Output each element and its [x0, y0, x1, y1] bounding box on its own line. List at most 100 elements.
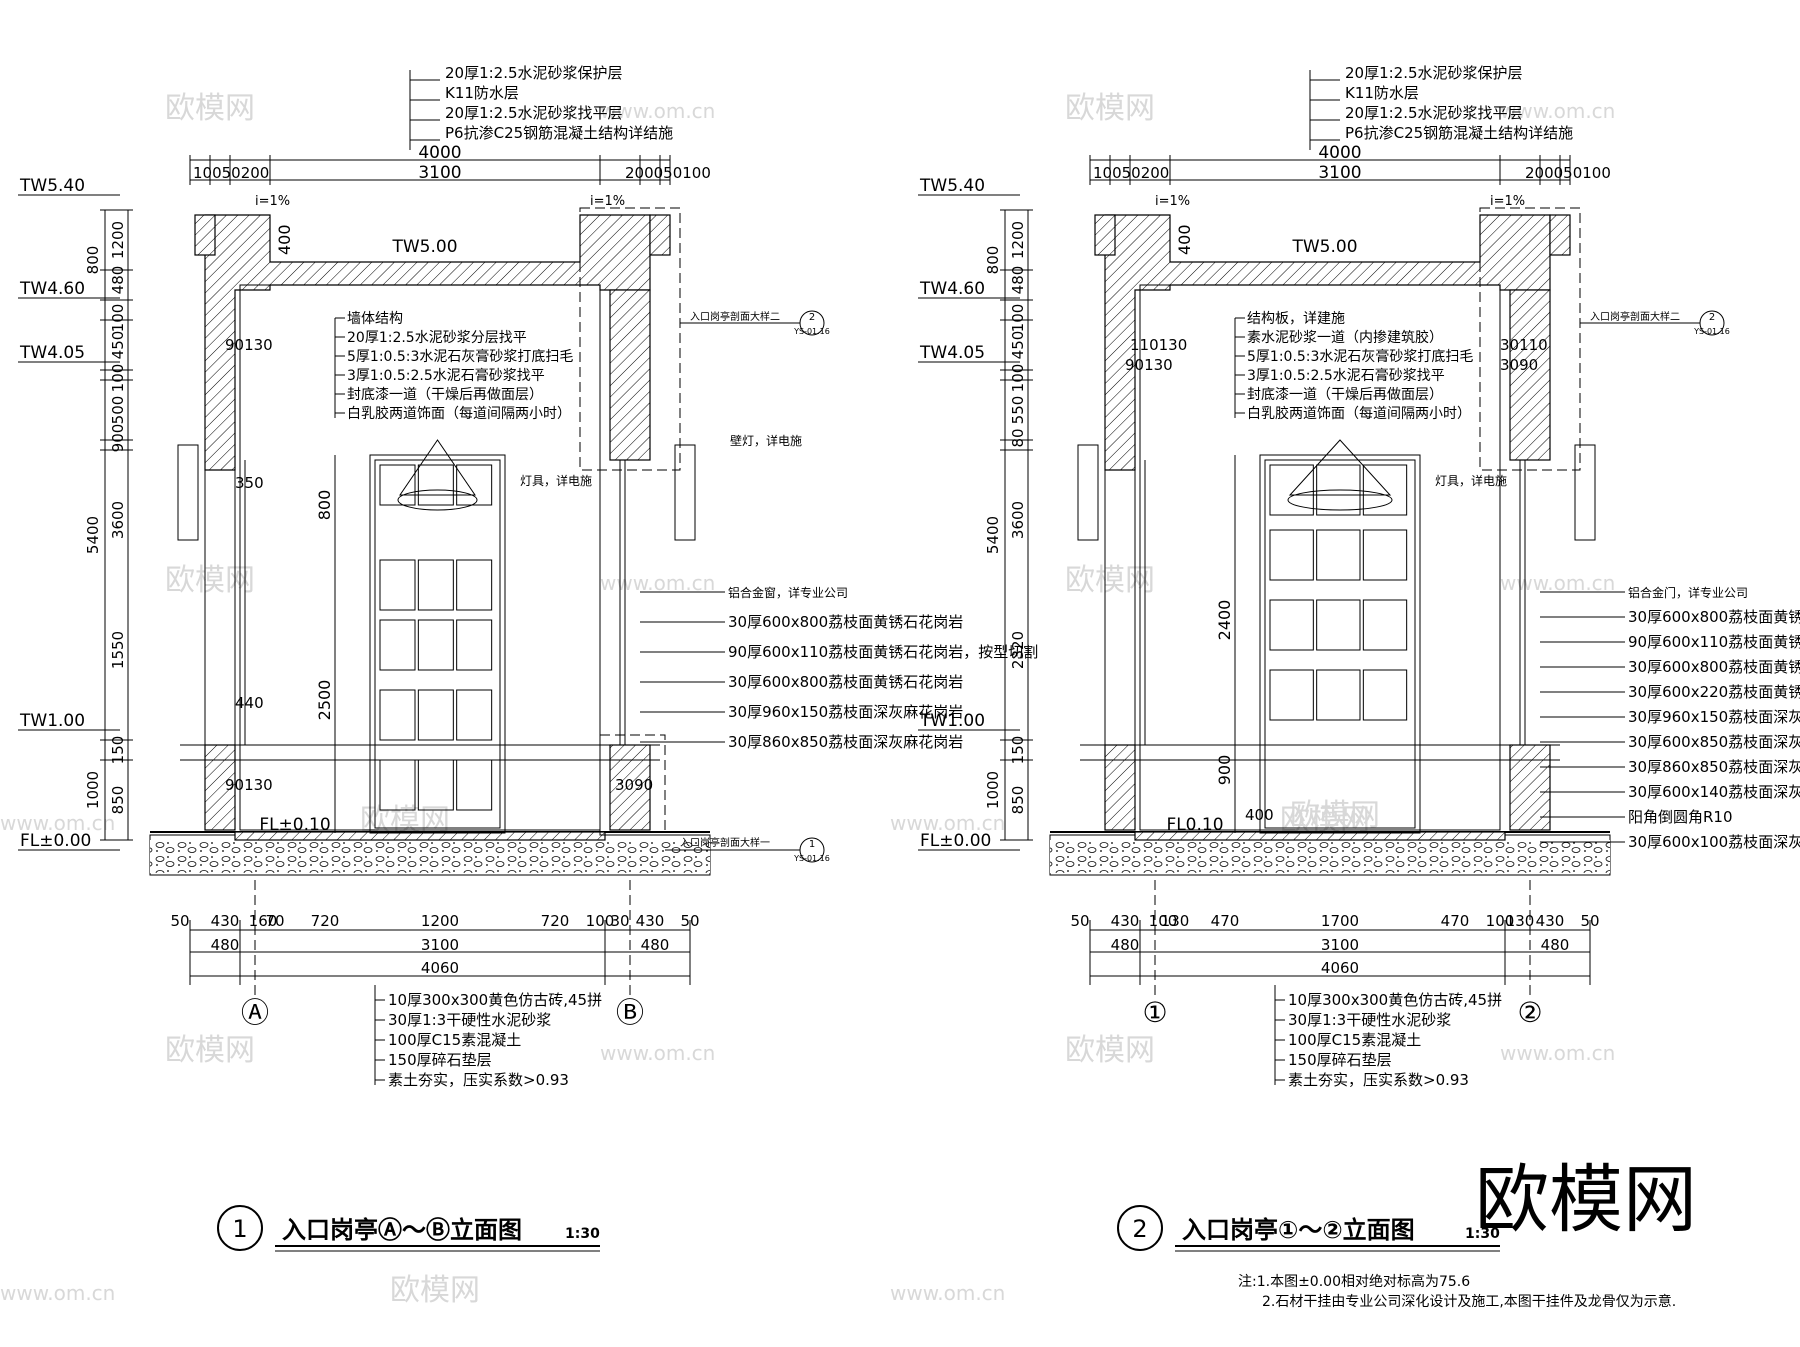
vdim-inner-text: 1550 [109, 631, 127, 669]
floor-layer-note: 30厚1:3干硬性水泥砂浆 [388, 1011, 551, 1029]
elevation-1: 20厚1:2.5水泥砂浆保护层K11防水层20厚1:2.5水泥砂浆找平层P6抗渗… [18, 64, 1038, 1252]
wall-note: 5厚1:0.5:3水泥石灰膏砂浆打底扫毛 [1247, 348, 1473, 365]
title-number: 1 [232, 1215, 247, 1243]
bottom-dim: 480 [1541, 936, 1570, 954]
level-marker: TW4.05 [919, 343, 985, 363]
floor-layer-note: 10厚300x300黄色仿古砖,45拼 [388, 991, 602, 1009]
wall-note: 结构板，详建施 [1247, 311, 1345, 327]
slope-mark: i=1% [590, 194, 625, 209]
elevation-2: 20厚1:2.5水泥砂浆保护层K11防水层20厚1:2.5水泥砂浆找平层P6抗渗… [918, 64, 1800, 1252]
bottom-dim: 100 [1149, 912, 1178, 930]
door-glass-pane [1316, 669, 1361, 721]
detail-dim: 350 [235, 474, 264, 492]
vdim-inner-text: 100 [109, 364, 127, 393]
door-dim: 2400 [1215, 600, 1234, 641]
door-glass-pane [417, 759, 454, 811]
watermark-cn: 欧模网 [1065, 91, 1155, 126]
bottom-dim: 3100 [1321, 936, 1359, 954]
watermark-url: www.om.cn [600, 1041, 715, 1065]
room-outline [1139, 284, 1501, 831]
vdim-inner-text: 150 [1009, 736, 1027, 765]
roof-layer-note: K11防水层 [445, 84, 519, 102]
bottom-dim: 430 [636, 912, 665, 930]
bottom-dim: 430 [1111, 912, 1140, 930]
detail-dim: 90130 [225, 336, 273, 354]
bottom-dim: 480 [211, 936, 240, 954]
door-glass-pane [379, 759, 416, 811]
vdim-inner-text: 850 [1009, 786, 1027, 815]
bottom-dim: 50 [170, 912, 189, 930]
axis-label: ② [1517, 996, 1542, 1029]
parapet-right [1549, 214, 1571, 256]
top-dim-total: 4000 [1318, 143, 1361, 163]
door-frame [369, 454, 506, 834]
door-glass-pane [456, 759, 493, 811]
floor-layer-note: 100厚C15素混凝土 [388, 1031, 521, 1049]
watermark-cn: 欧模网 [1065, 1033, 1155, 1068]
floor-layer-note: 30厚1:3干硬性水泥砂浆 [1288, 1011, 1451, 1029]
material-note: 30厚600x140荔枝面深灰麻花岗岩 [1628, 783, 1800, 801]
level-marker: TW4.05 [19, 343, 85, 363]
door-glass-pane [456, 689, 493, 741]
bottom-dim: 130 [1506, 912, 1535, 930]
parapet-left [194, 214, 216, 256]
vdim-inner-text: 450 [1009, 331, 1027, 360]
material-note: 30厚600x100荔枝面深灰麻花岗岩 [1628, 833, 1800, 851]
material-note: 铝合金窗，详专业公司 [728, 585, 848, 600]
door-glass-pane [1269, 464, 1314, 516]
vdim-inner-text: 80 [1009, 428, 1027, 447]
wall-lamp-note: 壁灯，详电施 [730, 433, 802, 448]
wall-note: 白乳胶两道饰面（每道间隔两小时） [1247, 405, 1471, 422]
title-number: 2 [1132, 1215, 1147, 1243]
material-note: 30厚860x850荔枝面深灰麻花岗岩 [1628, 758, 1800, 776]
floor-level: FL0.10 [1166, 815, 1223, 835]
vdim-inner-text: 500 [109, 396, 127, 425]
bottom-dim: 720 [541, 912, 570, 930]
wall-note: 白乳胶两道饰面（每道间隔两小时） [347, 405, 571, 422]
material-note: 30厚600x800荔枝面黄锈石花岗岩 [1628, 658, 1800, 676]
floor-layer-note: 100厚C15素混凝土 [1288, 1031, 1421, 1049]
door-glass-pane [379, 559, 416, 611]
callout-top-note: 入口岗亭剖面大样二 [690, 310, 780, 323]
wall-lamp-right [674, 444, 696, 541]
watermark-logo: 欧模网 [1475, 1157, 1697, 1243]
callout-num: 1 [809, 839, 815, 850]
bottom-dim: 480 [641, 936, 670, 954]
wall-left-base [1104, 744, 1136, 831]
material-note: 30厚600x800荔枝面黄锈石花岗岩 [728, 673, 963, 691]
door-glass-pane [417, 689, 454, 741]
material-note: 阳角倒圆角R10 [1628, 808, 1733, 826]
detail-dim: 90130 [1125, 356, 1173, 374]
parapet-dim: 400 [1175, 224, 1194, 255]
floor-layer-note: 10厚300x300黄色仿古砖,45拼 [1288, 991, 1502, 1009]
callout-num: 2 [809, 312, 815, 323]
material-note: 30厚960x150荔枝面深灰麻花岗岩 [728, 703, 963, 721]
door-dim: 900 [1215, 755, 1234, 786]
parapet-right [649, 214, 671, 256]
callout-bottom-note: 入口岗亭剖面大样一 [680, 836, 770, 849]
door-glass-pane [417, 619, 454, 671]
callout-sheet: YS-01.16 [793, 854, 830, 863]
callout-bubble [1699, 310, 1725, 336]
callout-num: 2 [1709, 312, 1715, 323]
roof-layer-note: P6抗渗C25钢筋混凝土结构详结施 [445, 124, 673, 142]
door-frame-inner [1264, 459, 1416, 829]
sheet-notes: 注:1.本图±0.00相对绝对标高为75.62.石材干挂由专业公司深化设计及施工… [1238, 1273, 1676, 1310]
watermark-cn: 欧模网 [165, 563, 255, 598]
axis-label: Ⓑ [616, 996, 644, 1029]
level-marker: TW1.00 [19, 711, 85, 731]
door-glass-pane [417, 464, 454, 506]
wall-right-upper [609, 289, 651, 461]
vdim-outer-text: 1000 [84, 771, 102, 809]
material-note: 90厚600x110荔枝面黄锈石花岗岩，按型切割 [728, 643, 1038, 661]
bottom-dim: 100 [1486, 912, 1515, 930]
callout-cloud-top [579, 207, 681, 471]
title-number-circle [217, 1205, 263, 1251]
material-note: 30厚600x220荔枝面黄锈石花岗岩 [1628, 683, 1800, 701]
door-glass-pane [1362, 529, 1408, 581]
top-dim-left: 10050200 [193, 164, 269, 182]
slope-mark: i=1% [1490, 194, 1525, 209]
wall-lamp-left [177, 444, 199, 541]
top-dim-right: 200050100 [625, 164, 711, 182]
floor-level: FL±0.10 [259, 815, 330, 835]
